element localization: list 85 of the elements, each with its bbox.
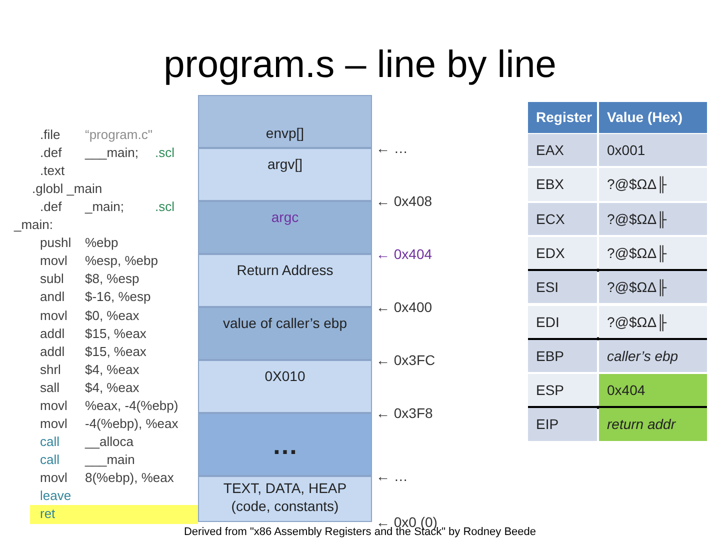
title: program.s – line by line xyxy=(162,44,558,87)
register-name: EBP xyxy=(528,340,597,372)
assembly-operand: $4, %eax xyxy=(85,378,140,397)
assembly-instruction: movl xyxy=(40,252,68,270)
address-marker: ← 0x3FC xyxy=(376,351,436,369)
stack-cell-label: envp[] xyxy=(264,124,306,142)
register-value: caller’s ebp xyxy=(599,340,707,372)
stack-cell-label: TEXT, DATA, HEAP (code, constants) xyxy=(222,479,348,515)
stack-cell xyxy=(198,148,372,201)
stack-cell-label: argv[] xyxy=(266,155,304,173)
assembly-instruction: pushl xyxy=(40,234,72,252)
register-value: 0x001 xyxy=(599,134,707,166)
register-value: ?@$ΩΔ╟ xyxy=(599,271,707,304)
assembly-operand: ___main xyxy=(85,450,135,469)
assembly-instruction: _main: xyxy=(14,216,54,234)
assembly-operand: $15, %eax xyxy=(85,324,146,343)
assembly-instruction: andl xyxy=(40,288,65,306)
assembly-instruction: movl xyxy=(40,414,68,433)
register-name: EDI xyxy=(528,306,597,338)
stack-cell xyxy=(198,476,372,522)
address-marker: ← … xyxy=(376,467,408,485)
assembly-operand: _main; xyxy=(85,198,124,216)
stack-cell-label: … xyxy=(271,432,299,458)
register-name: EAX xyxy=(528,134,597,166)
assembly-operand: $4, %eax xyxy=(85,360,140,379)
assembly-operand: -4(%ebp), %eax xyxy=(85,414,178,433)
assembly-instruction: .globl _main xyxy=(32,180,102,198)
assembly-instruction: sall xyxy=(40,378,60,397)
register-name: ESI xyxy=(528,271,597,304)
assembly-directive: .scl xyxy=(155,144,174,162)
assembly-instruction: .text xyxy=(40,162,65,180)
column-header: Value (Hex) xyxy=(599,102,707,133)
assembly-instruction: movl xyxy=(40,306,68,324)
address-marker: ← 0x404 xyxy=(376,245,432,263)
assembly-operand: 8(%ebp), %eax xyxy=(85,468,174,487)
stack-cell xyxy=(198,254,372,307)
register-value: ?@$ΩΔ╟ xyxy=(599,168,707,201)
assembly-string: “program.c" xyxy=(85,126,152,144)
register-value: ?@$ΩΔ╟ xyxy=(599,202,707,235)
stack-cell-label: Return Address xyxy=(236,261,334,279)
stack-cell-label: 0X010 xyxy=(264,367,306,385)
assembly-operand: $-16, %esp xyxy=(85,288,151,306)
assembly-operand: %ebp xyxy=(85,234,118,252)
stack-cell xyxy=(198,360,372,413)
register-name: EIP xyxy=(528,408,597,441)
address-marker: ← 0x408 xyxy=(376,192,432,210)
assembly-instruction: addl xyxy=(40,324,65,343)
stack-cell xyxy=(198,95,372,148)
assembly-instruction: call xyxy=(40,450,60,469)
register-name: ESP xyxy=(528,374,597,406)
register-value: 0x404 xyxy=(599,374,707,406)
assembly-operand: %esp, %ebp xyxy=(85,252,158,270)
register-name: EDX xyxy=(528,236,597,270)
column-header: Register xyxy=(528,102,597,133)
assembly-operand: $15, %eax xyxy=(85,342,146,361)
register-value: ?@$ΩΔ╟ xyxy=(599,236,707,270)
stack-cell xyxy=(198,413,372,476)
address-marker: ← 0x3F8 xyxy=(376,404,433,422)
assembly-instruction: .def xyxy=(40,144,62,162)
assembly-instruction: addl xyxy=(40,342,65,361)
stack-cell-label: value of caller’s ebp xyxy=(222,314,348,332)
stack-cell-label: argc xyxy=(270,208,300,226)
assembly-instruction: call xyxy=(40,432,60,451)
stack-cell xyxy=(198,201,372,254)
assembly-instruction: movl xyxy=(40,396,68,415)
address-marker: ← … xyxy=(376,139,408,157)
assembly-operand: $8, %esp xyxy=(85,270,140,288)
assembly-instruction: .file xyxy=(40,126,60,144)
address-marker: ← 0x400 xyxy=(376,298,432,316)
assembly-instruction: shrl xyxy=(40,360,61,379)
assembly-instruction: movl xyxy=(40,468,68,487)
stack-cell xyxy=(198,307,372,360)
register-value: ?@$ΩΔ╟ xyxy=(599,306,707,338)
assembly-operand: $0, %eax xyxy=(85,306,140,324)
assembly-instruction: ret xyxy=(40,505,56,524)
assembly-instruction: leave xyxy=(40,487,72,505)
assembly-operand: %eax, -4(%ebp) xyxy=(85,396,178,415)
assembly-instruction: .def xyxy=(40,198,62,216)
assembly-instruction: subl xyxy=(40,270,64,288)
register-value: return addr xyxy=(599,408,707,441)
assembly-operand: ___main; xyxy=(85,144,138,162)
register-name: ECX xyxy=(528,202,597,235)
register-name: EBX xyxy=(528,168,597,201)
assembly-directive: .scl xyxy=(155,198,174,216)
assembly-operand: __alloca xyxy=(85,432,134,451)
